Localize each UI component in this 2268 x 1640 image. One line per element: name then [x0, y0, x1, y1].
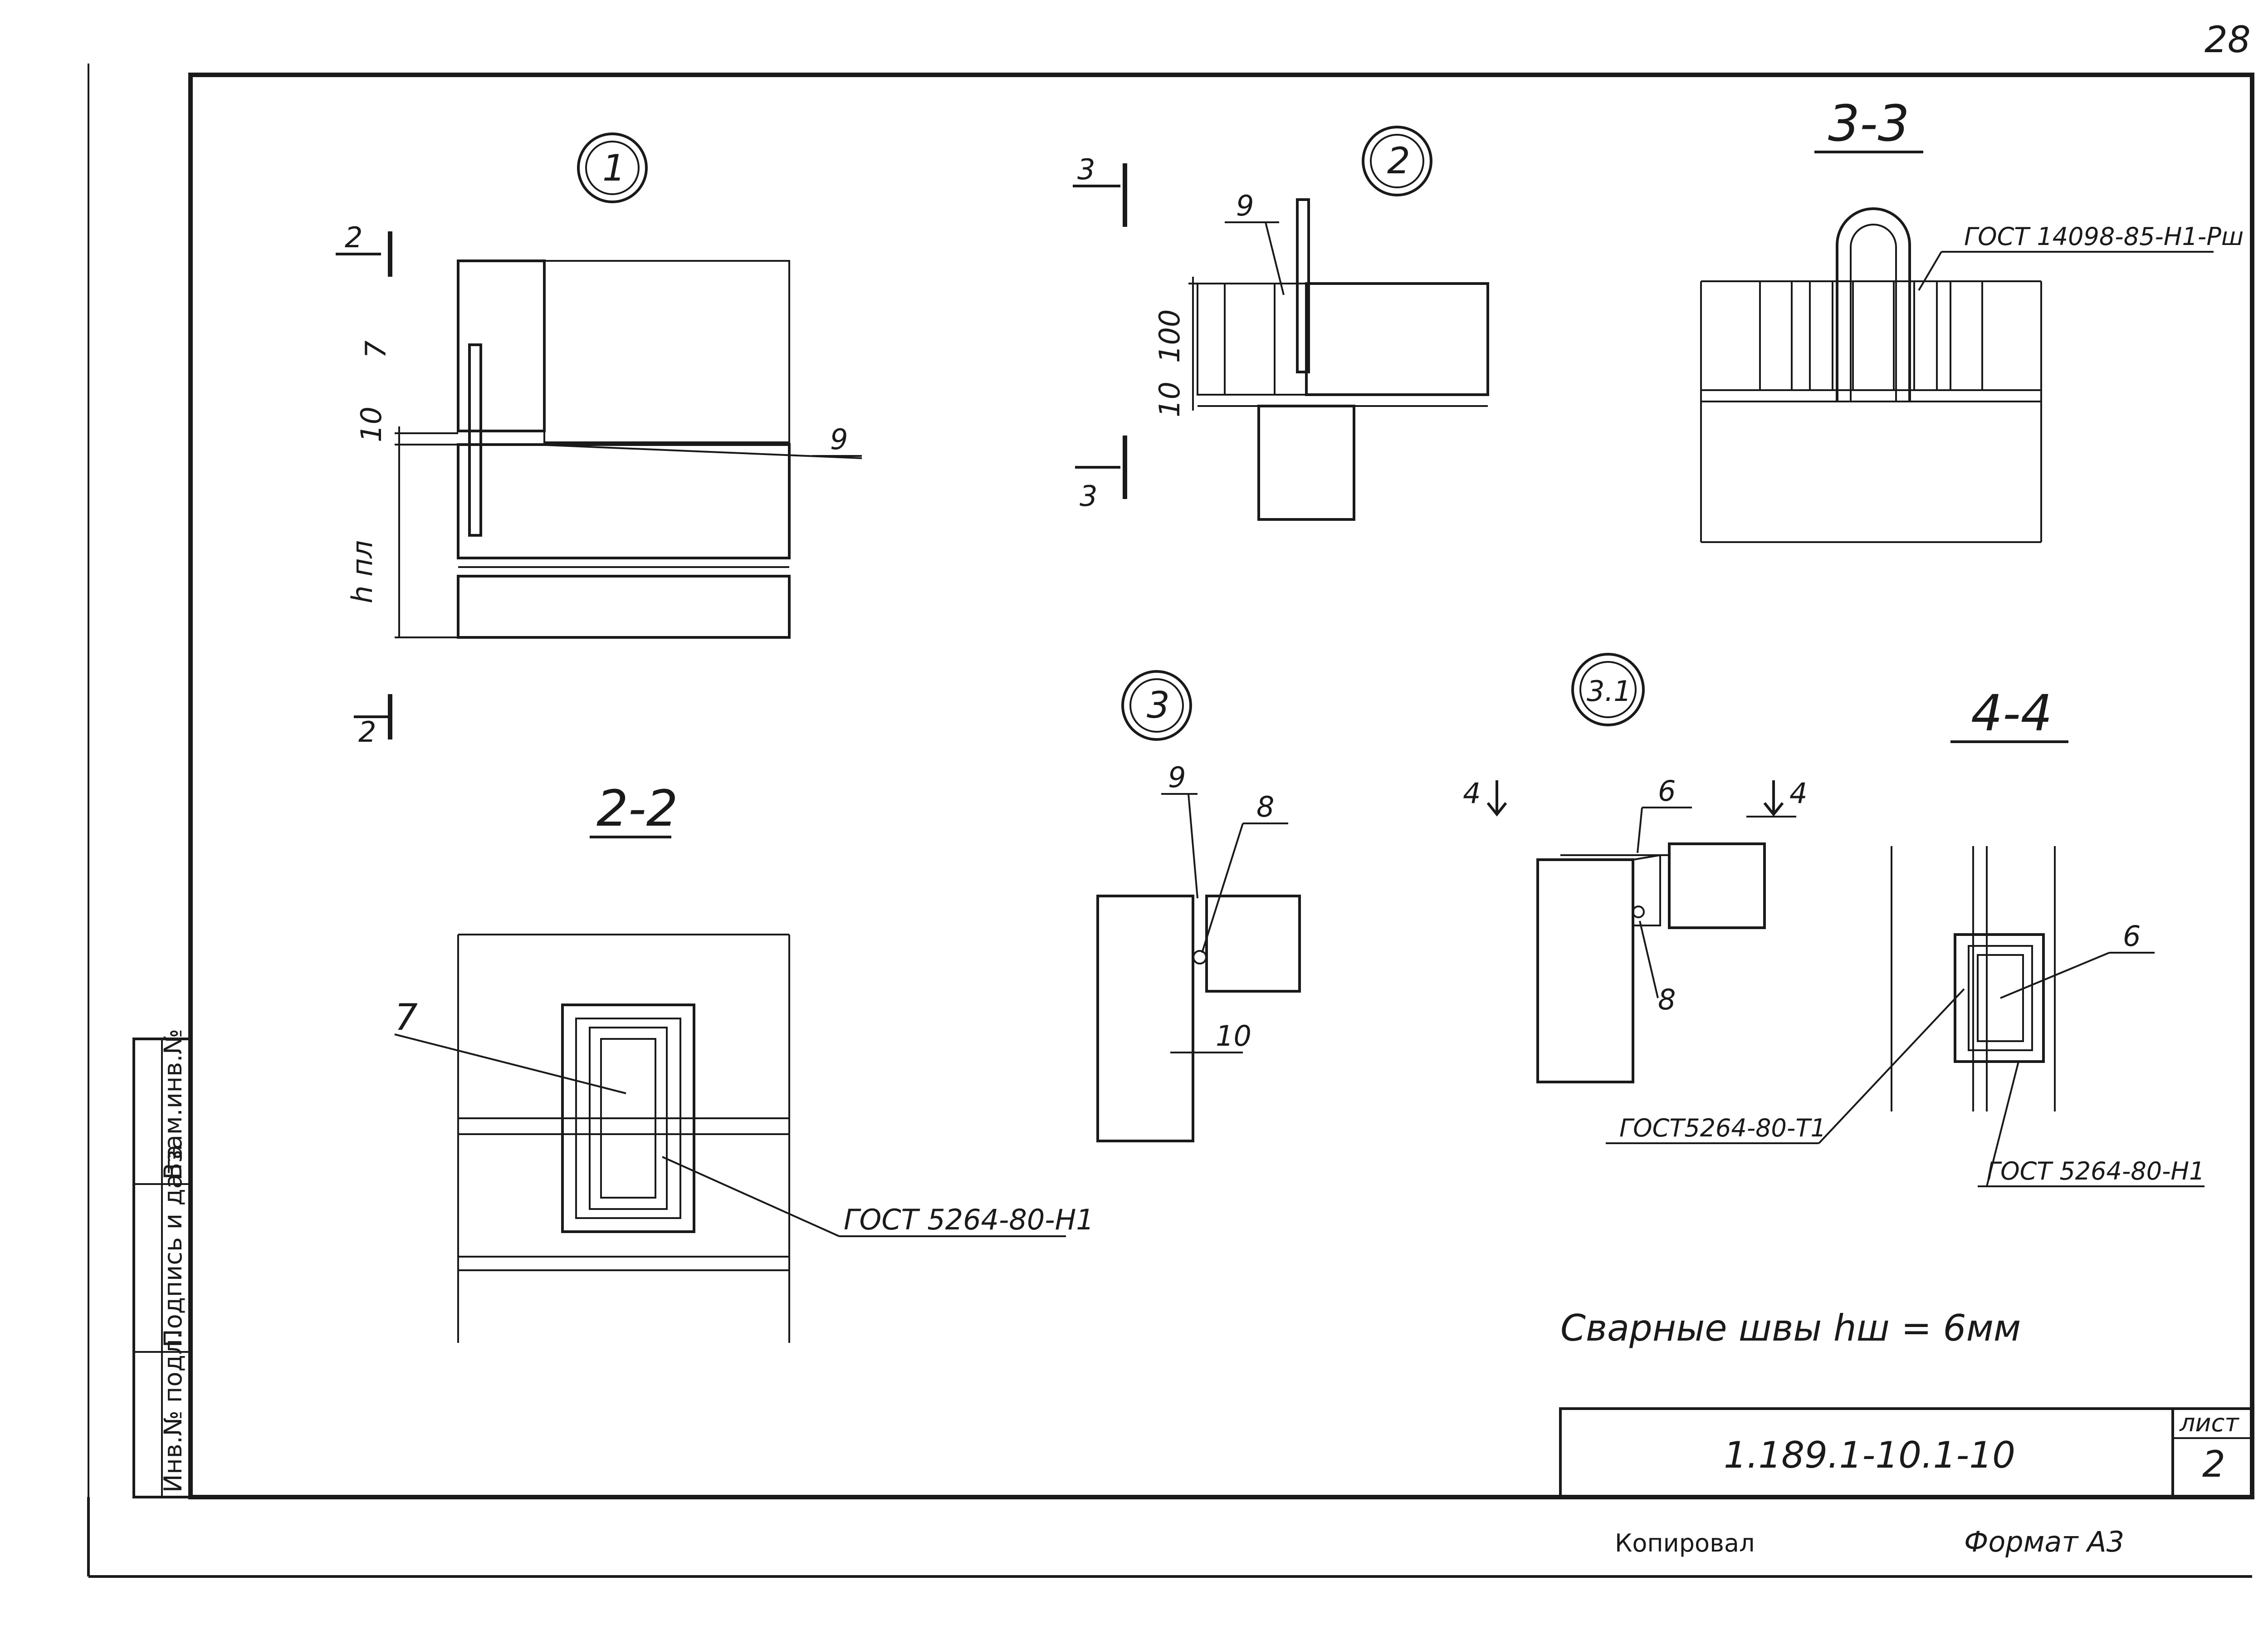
- node-3-dim-10: 10: [1216, 1019, 1251, 1053]
- stamp-inv-label: Инв.№ подл.: [159, 1332, 187, 1493]
- section-3-3-detail: [1700, 207, 2042, 543]
- node-31-marker: [1571, 653, 1645, 726]
- format-label: Формат А3: [1964, 1525, 2124, 1558]
- node-2-pos-9: 9: [1236, 189, 1254, 222]
- node-3-pos-8: 8: [1256, 790, 1274, 823]
- cut-4-right-label: 4: [1789, 777, 1807, 810]
- node-1-label: 1: [602, 147, 626, 189]
- document-code: 1.189.1-10.1-10: [1724, 1434, 2015, 1476]
- weld-note: Сварные швы hш = 6мм: [1560, 1307, 2021, 1349]
- section-3-3-title: 3-3: [1828, 94, 1910, 152]
- section-4-4-pos-6: 6: [2123, 920, 2141, 953]
- node-2-marker: [1362, 126, 1432, 196]
- sheet-number: 2: [2202, 1443, 2225, 1485]
- section-2-2-gost: ГОСТ 5264-80-Н1: [844, 1203, 1094, 1236]
- cut-3-bottom-label: 3: [1080, 480, 1097, 513]
- node-3-label: 3: [1147, 684, 1170, 726]
- cut-3-top-label: 3: [1077, 153, 1095, 186]
- section-3-3-gost: ГОСТ 14098-85-Н1-Рш: [1964, 222, 2244, 251]
- node-3-pos-9: 9: [1168, 761, 1186, 794]
- cut-2-top-label: 2: [345, 221, 362, 254]
- node-1-detail: [395, 259, 862, 639]
- node-2-detail: [1188, 198, 1489, 521]
- copied-label: Копировал: [1615, 1529, 1755, 1557]
- section-2-2-title: 2-2: [596, 779, 678, 837]
- node-2-label: 2: [1387, 140, 1410, 182]
- cut-4-left-label: 4: [1463, 777, 1481, 810]
- section-4-4-detail: [1891, 846, 2056, 1111]
- sheet-label: лист: [2179, 1409, 2239, 1437]
- node-31-pos-6: 6: [1658, 774, 1676, 808]
- section-4-4-title: 4-4: [1971, 684, 2053, 742]
- stamp-replace-label: Взам.инв.№: [159, 1029, 187, 1180]
- node-2-dim-100: 100: [1153, 309, 1186, 363]
- node-3-detail: [1096, 895, 1301, 1142]
- node-31-detail: [1536, 842, 1766, 1083]
- node-31-pos-8: 8: [1658, 983, 1676, 1016]
- section-2-2-pos-7: 7: [395, 996, 418, 1038]
- stamp-sign-label: Подпись и дата: [159, 1145, 187, 1347]
- node-2-dim-10: 10: [1153, 382, 1186, 417]
- node-3-marker: [1121, 670, 1192, 741]
- cut-2-bottom-label: 2: [358, 715, 376, 749]
- node-1-dim-10: 10: [355, 406, 388, 442]
- node-1-marker: [577, 132, 648, 203]
- page-number: 28: [2204, 19, 2251, 61]
- node-1-dim-hpl: h пл: [346, 540, 379, 603]
- title-block: [1559, 1407, 2253, 1498]
- inner-frame: [188, 73, 2254, 1499]
- section-4-4-gost-t1: ГОСТ5264-80-Т1: [1619, 1114, 1826, 1142]
- section-2-2-detail: [457, 934, 790, 1343]
- node-31-label: 3.1: [1587, 675, 1632, 708]
- node-1-pos-9: 9: [830, 423, 848, 456]
- section-4-4-gost-n1: ГОСТ 5264-80-Н1: [1987, 1157, 2205, 1185]
- node-1-pos-7: 7: [359, 341, 392, 358]
